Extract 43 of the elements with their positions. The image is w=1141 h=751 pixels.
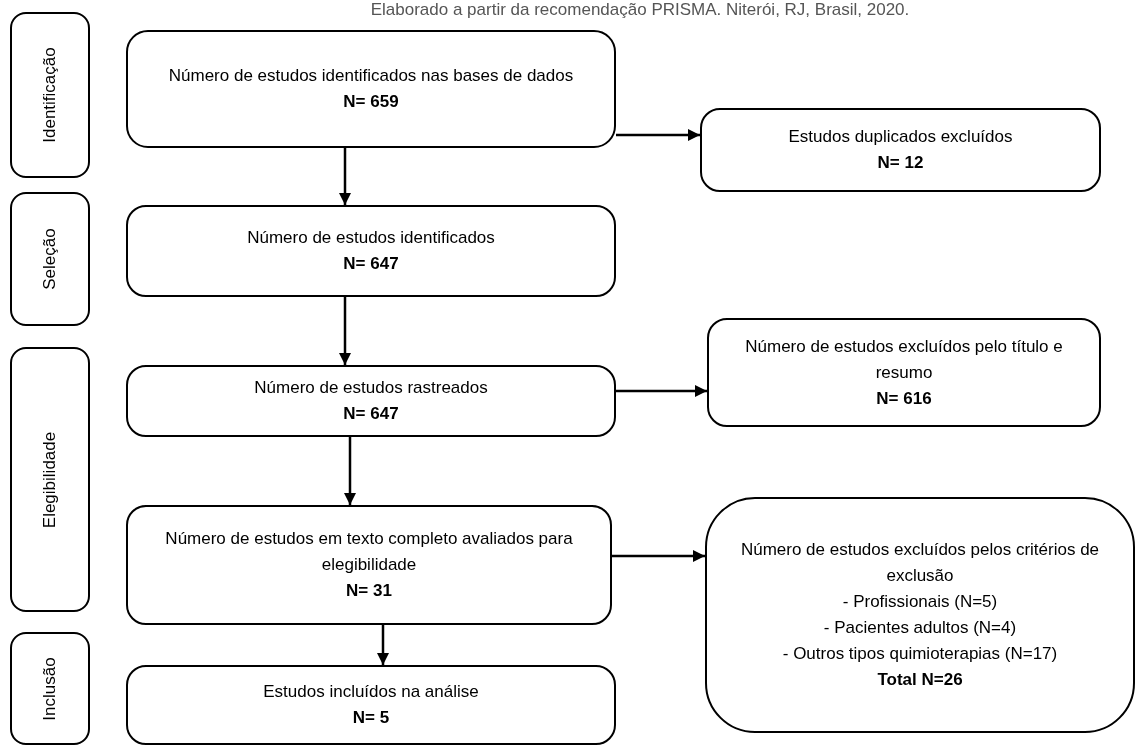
box-text: Número de estudos excluídos pelos critérios de exclusão xyxy=(739,539,1101,587)
caption: Elaborado a partir da recomendação PRISMA. Niterói, RJ, Brasil, 2020. xyxy=(369,0,911,20)
process-box xyxy=(126,205,616,297)
process-box xyxy=(126,30,616,148)
process-box xyxy=(705,497,1135,733)
count-label: N= 5 xyxy=(352,707,390,729)
process-box xyxy=(700,108,1101,192)
arrow xyxy=(612,549,705,563)
count-label: N= 659 xyxy=(343,91,399,113)
count-label: N= 616 xyxy=(876,387,932,410)
box-text: - Outros tipos quimioterapias (N=17) xyxy=(782,643,1058,665)
phase-label: Identificação xyxy=(39,47,60,143)
arrow xyxy=(338,297,352,365)
arrow xyxy=(376,625,390,665)
count-label: N= 12 xyxy=(877,152,924,174)
phase-box xyxy=(10,192,90,326)
phase-label: Inclusão xyxy=(39,656,60,721)
phase-box xyxy=(10,12,90,178)
box-text: Estudos incluídos na análise xyxy=(263,681,479,703)
process-box xyxy=(707,318,1101,427)
box-text: Número de estudos em texto completo avaliados para elegibilidade xyxy=(164,528,574,576)
box-text: Número de estudos identificados nas bases de dados xyxy=(168,65,574,87)
arrow xyxy=(616,128,700,142)
count-label: Total N=26 xyxy=(877,669,963,691)
box-text: Número de estudos identificados xyxy=(247,227,495,249)
phase-label: Seleção xyxy=(39,228,60,290)
count-label: N= 647 xyxy=(343,403,399,425)
arrow xyxy=(616,384,707,398)
phase-box xyxy=(10,347,90,612)
arrow xyxy=(338,148,352,205)
box-text: Estudos duplicados excluídos xyxy=(788,126,1013,148)
process-box xyxy=(126,665,616,745)
box-text: Número de estudos rastreados xyxy=(254,377,488,399)
count-label: N= 647 xyxy=(343,253,399,275)
box-text: Número de estudos excluídos pelo título e resumo xyxy=(744,335,1064,384)
phase-box xyxy=(10,632,90,745)
box-text: - Pacientes adultos (N=4) xyxy=(823,617,1017,639)
process-box xyxy=(126,365,616,437)
phase-label: Elegibilidade xyxy=(39,431,60,528)
count-label: N= 31 xyxy=(346,580,392,602)
process-box xyxy=(126,505,612,625)
box-text: - Profissionais (N=5) xyxy=(842,591,998,613)
arrow xyxy=(343,437,357,505)
